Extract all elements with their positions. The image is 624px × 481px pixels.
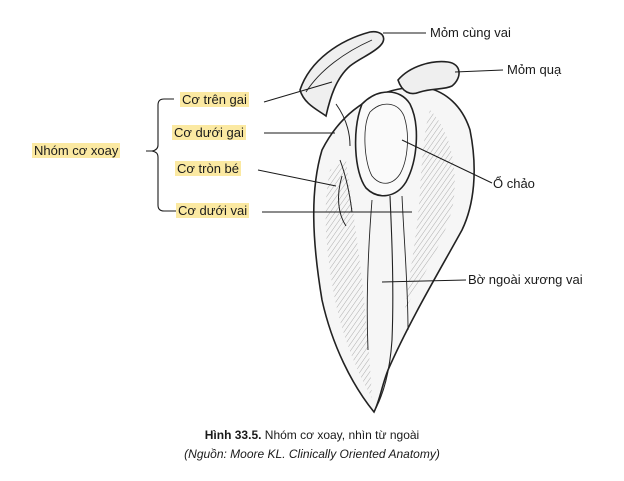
- label-lateral-border: Bờ ngoài xương vai: [468, 272, 583, 287]
- leader-supraspinatus: [263, 81, 333, 103]
- label-acromion: Mỏm cùng vai: [430, 25, 511, 40]
- label-glenoid: Ổ chảo: [493, 176, 535, 191]
- label-coracoid: Mỏm quạ: [507, 62, 562, 77]
- figure-caption: Hình 33.5. Nhóm cơ xoay, nhìn từ ngoài: [0, 427, 624, 443]
- scapula-illustration: [299, 30, 475, 414]
- label-supraspinatus: Cơ trên gai: [180, 92, 249, 108]
- figure-source: (Nguồn: Moore KL. Clinically Oriented An…: [184, 447, 440, 461]
- leader-lines: [257, 32, 504, 283]
- group-bracket: [146, 98, 176, 212]
- leader-lateral-border: [381, 279, 467, 283]
- leader-coracoid: [454, 69, 504, 73]
- label-teres-minor-text: Cơ tròn bé: [175, 161, 241, 176]
- label-subscapularis-text: Cơ dưới vai: [176, 203, 250, 218]
- coracoid-process: [397, 60, 460, 95]
- leader-glenoid: [401, 139, 493, 184]
- glenoid-cavity: [354, 91, 418, 197]
- figure-number: Hình 33.5.: [204, 428, 262, 442]
- label-rotator-group: Nhóm cơ xoay: [32, 143, 121, 159]
- acromion-process: [299, 30, 385, 118]
- label-infraspinatus: Cơ dưới gai: [172, 125, 246, 141]
- label-rotator-group-text: Nhóm cơ xoay: [32, 143, 121, 158]
- label-teres-minor: Cơ tròn bé: [175, 161, 241, 177]
- label-supraspinatus-text: Cơ trên gai: [180, 92, 249, 107]
- leader-teres-minor: [257, 169, 337, 187]
- label-subscapularis: Cơ dưới vai: [176, 203, 250, 219]
- label-infraspinatus-text: Cơ dưới gai: [172, 125, 246, 140]
- figure-title: Nhóm cơ xoay, nhìn từ ngoài: [261, 428, 420, 442]
